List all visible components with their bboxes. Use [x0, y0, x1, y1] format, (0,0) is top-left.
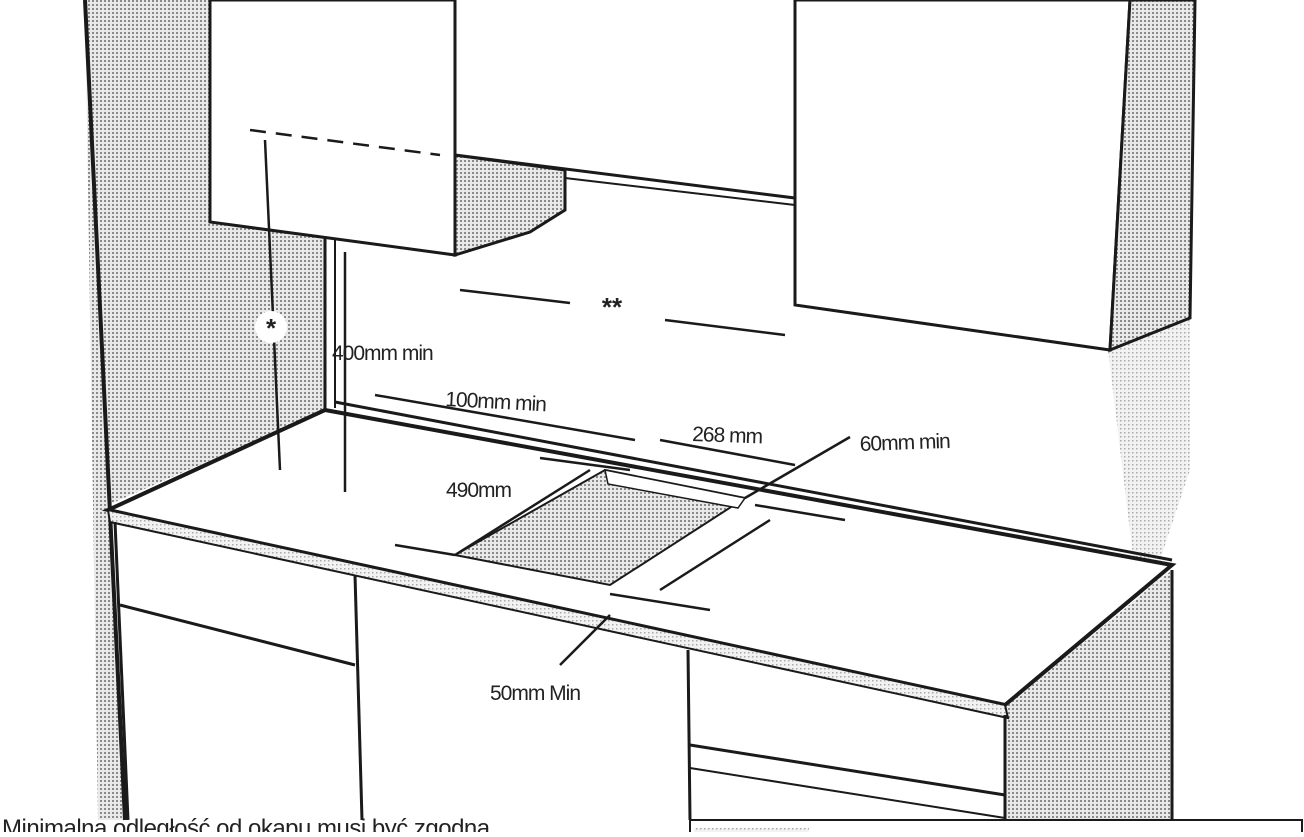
label-50mm-min: 50mm Min	[490, 682, 580, 705]
double-star-label-width: **	[572, 292, 660, 322]
base-cabinets	[113, 521, 1174, 821]
bottom-right-box	[689, 819, 1303, 837]
star-label-height: *	[255, 311, 287, 343]
footnote-text: Minimalna odległość od okapu musi być zg…	[2, 815, 491, 832]
svg-text:*: *	[266, 313, 277, 343]
label-60mm-min: 60mm min	[859, 430, 950, 456]
worktop-end-shading	[1005, 570, 1172, 820]
label-490mm: 490mm	[446, 479, 512, 502]
svg-text:**: **	[602, 292, 623, 322]
dimension-lines	[249, 128, 851, 666]
label-400mm-min: 400mm min	[332, 342, 433, 365]
label-100mm-min: 100mm min	[445, 388, 547, 416]
left-wall	[85, 0, 325, 820]
hob-cutout	[452, 468, 748, 587]
right-wall-cabinet	[793, 0, 1197, 353]
label-268mm: 268 mm	[692, 423, 763, 448]
left-wall-cabinet	[208, 0, 567, 258]
